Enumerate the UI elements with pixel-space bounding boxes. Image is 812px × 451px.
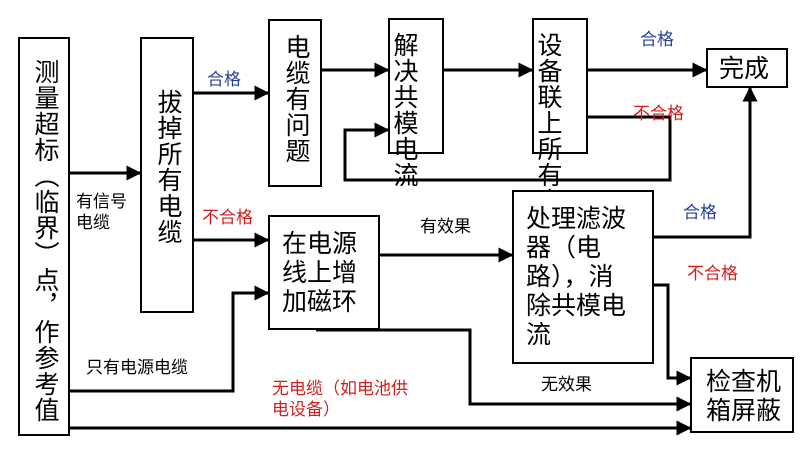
node-unplug-all-cables: 拔掉所有电缆 — [140, 37, 194, 313]
arrow-power-only-to-ferrite — [70, 285, 270, 393]
node-cable-problem: 电缆有问题 — [268, 19, 322, 187]
label-pass-cable-problem: 合格 — [207, 70, 241, 90]
arrow-ferrite-to-shield — [316, 328, 692, 412]
label-ineffective: 无效果 — [541, 375, 592, 395]
label-signal-cable: 有信号 电缆 — [76, 192, 127, 233]
node-unplug-text: 拔掉所有电缆 — [154, 89, 183, 245]
label-no-cable: 无电缆（如电池供 电设备） — [272, 379, 408, 420]
label-pass-filter: 合格 — [683, 203, 717, 223]
node-solve-common-mode: 解决共模电流 — [388, 18, 444, 188]
node-done-text: 完成 — [719, 54, 770, 83]
label-power-only: 只有电源电缆 — [86, 358, 188, 378]
node-common-mode-text: 解决共模电流 — [390, 32, 419, 188]
node-measure-text: 测量超标（临界）点，作参考值 — [31, 59, 60, 423]
arrow-filter-to-shield — [654, 283, 692, 386]
node-connect-all-cables: 设备联上所有电缆 — [532, 18, 588, 240]
label-fail-ferrite: 不合格 — [202, 208, 253, 228]
node-ferrite-text: 在电源 线上增 加磁环 — [282, 229, 358, 316]
label-pass-done: 合格 — [640, 30, 674, 50]
node-add-ferrite-ring: 在电源 线上增 加磁环 — [268, 215, 380, 330]
node-check-chassis-shield: 检查机 箱屏蔽 — [690, 357, 794, 433]
label-fail-filter: 不合格 — [687, 264, 738, 284]
node-measure: 测量超标（临界）点，作参考值 — [18, 37, 70, 436]
arrow-filter-to-done — [654, 86, 758, 239]
node-cable-problem-text: 电缆有问题 — [282, 34, 311, 164]
label-effective: 有效果 — [420, 217, 471, 237]
node-done: 完成 — [706, 48, 788, 88]
node-shield-text: 检查机 箱屏蔽 — [706, 367, 782, 425]
arrow-fail-loop-to-common-mode — [343, 115, 672, 182]
node-process-filter: 处理滤波 器（电 路），消 除共模电 流 — [512, 190, 654, 364]
label-fail-loop: 不合格 — [633, 104, 684, 124]
node-filter-text: 处理滤波 器（电 路），消 除共模电 流 — [526, 204, 627, 349]
